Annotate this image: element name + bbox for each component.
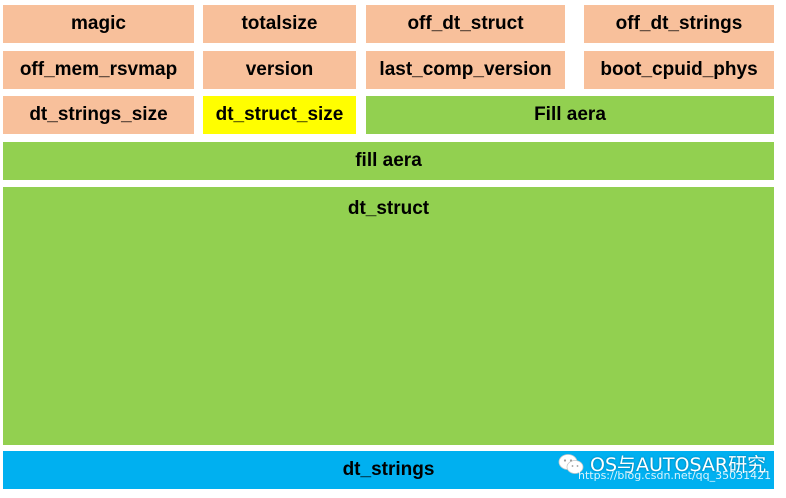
field-off-dt-struct: off_dt_struct — [366, 5, 565, 43]
wechat-icon — [558, 453, 584, 474]
field-off-dt-strings: off_dt_strings — [584, 5, 774, 43]
fill-area-block: fill aera — [3, 142, 774, 180]
field-totalsize: totalsize — [203, 5, 356, 43]
field-version: version — [203, 51, 356, 89]
field-last-comp-version: last_comp_version — [366, 51, 565, 89]
field-magic: magic — [3, 5, 194, 43]
watermark-url: https://blog.csdn.net/qq_35031421 — [578, 469, 772, 482]
field-off-mem-rsvmap: off_mem_rsvmap — [3, 51, 194, 89]
field-dt-strings-size: dt_strings_size — [3, 96, 194, 134]
dt-struct-block: dt_struct — [3, 187, 774, 445]
header-fill-area: Fill aera — [366, 96, 774, 134]
field-dt-struct-size: dt_struct_size — [203, 96, 356, 134]
dt-strings-block: dt_strings — [3, 451, 774, 489]
watermark: OS与AUTOSAR研究 — [558, 450, 766, 477]
watermark-name: OS与AUTOSAR研究 — [590, 454, 767, 476]
field-boot-cpuid-phys: boot_cpuid_phys — [584, 51, 774, 89]
